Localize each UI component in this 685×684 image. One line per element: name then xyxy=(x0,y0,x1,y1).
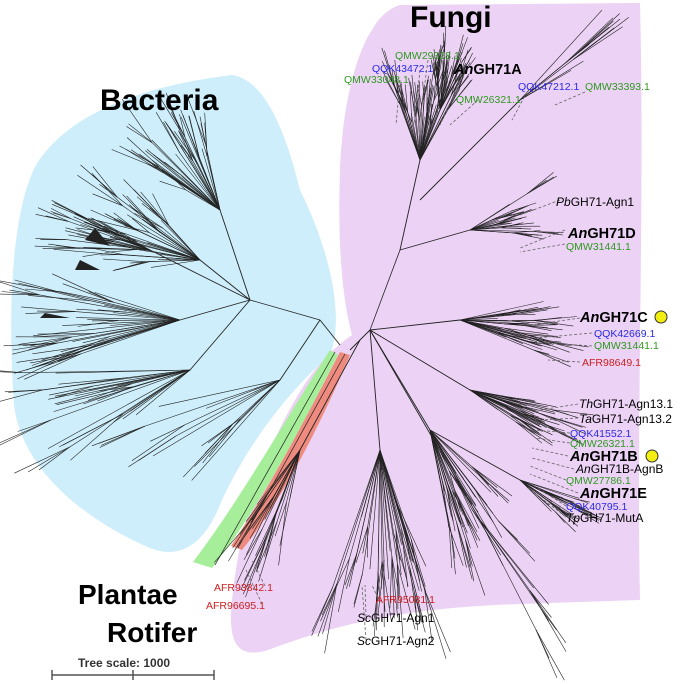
leaf-label-tpgh71-muta: TpGH71-MutA xyxy=(566,511,643,525)
leaf-label-qmw31441-d: QMW31441.1 xyxy=(566,241,631,253)
clade-title-fungi: Fungi xyxy=(410,1,492,34)
leaf-label-angh71b-agnb: AnGH71B-AgnB xyxy=(575,462,663,476)
marker-angh71c xyxy=(654,310,668,324)
leaf-label-afr95081: AFR95081.1 xyxy=(376,594,435,606)
leaf-label-qmw33048: QMW33048.1 xyxy=(344,74,409,86)
clade-title-rotifer: Rotifer xyxy=(107,617,197,648)
leaf-label-thgh71-agn13-1: ThGH71-Agn13.1 xyxy=(579,397,673,411)
leaf-label-qmw29328: QMW29328.1 xyxy=(395,50,460,62)
clade-title-plantae: Plantae xyxy=(78,579,178,610)
leaf-label-qqk41552: QQK41552.1 xyxy=(570,428,631,440)
leaf-label-afr98649: AFR98649.1 xyxy=(582,357,641,369)
leaf-label-qqk47212: QQK47212.1 xyxy=(518,81,579,93)
leaf-label-angh71b: AnGH71B xyxy=(569,449,638,465)
tree-scale-bar: Tree scale: 1000 xyxy=(51,656,215,680)
leaf-label-qqk42669: QQK42669.1 xyxy=(594,328,655,340)
leaf-label-qmw26321-b: QMW26321.1 xyxy=(570,438,635,450)
leaf-label-qmw26321-top: QMW26321.1 xyxy=(456,94,521,106)
leader-lines xyxy=(245,59,593,641)
leaf-label-scgh71-agn2: ScGH71-Agn2 xyxy=(357,634,435,648)
rotifer-region xyxy=(231,352,350,550)
leaf-label-angh71c: AnGH71C xyxy=(579,310,648,326)
leaf-label-qmw33393: QMW33393.1 xyxy=(585,81,650,93)
leaf-label-angh71a: AnGH71A xyxy=(453,62,522,78)
leaf-label-pbgh71-agn1: PbGH71-Agn1 xyxy=(556,195,634,209)
leaf-label-qmw27786: QMW27786.1 xyxy=(566,475,631,487)
leaf-label-qqk40795: QQK40795.1 xyxy=(566,501,627,513)
leaf-label-tagh71-agn13-2: TaGH71-Agn13.2 xyxy=(579,412,672,426)
leaf-label-angh71e: AnGH71E xyxy=(579,486,647,502)
leaf-label-afr96695: AFR96695.1 xyxy=(206,600,265,612)
leaf-label-angh71d: AnGH71D xyxy=(567,226,636,242)
leaf-label-qmw31441-c: QMW31441.1 xyxy=(594,340,659,352)
clade-title-bacteria: Bacteria xyxy=(100,84,219,117)
collapsed-subtrees xyxy=(40,228,110,318)
plantae-region xyxy=(193,350,338,568)
leaf-label-qqk43472: QQK43472.1 xyxy=(372,63,433,75)
marker-angh71b xyxy=(645,449,659,463)
tree-scale-label: Tree scale: 1000 xyxy=(78,656,170,670)
leaf-label-scgh71-agn1: ScGH71-Agn1 xyxy=(357,611,435,625)
leaf-label-afr93842: AFR93842.1 xyxy=(214,582,273,594)
